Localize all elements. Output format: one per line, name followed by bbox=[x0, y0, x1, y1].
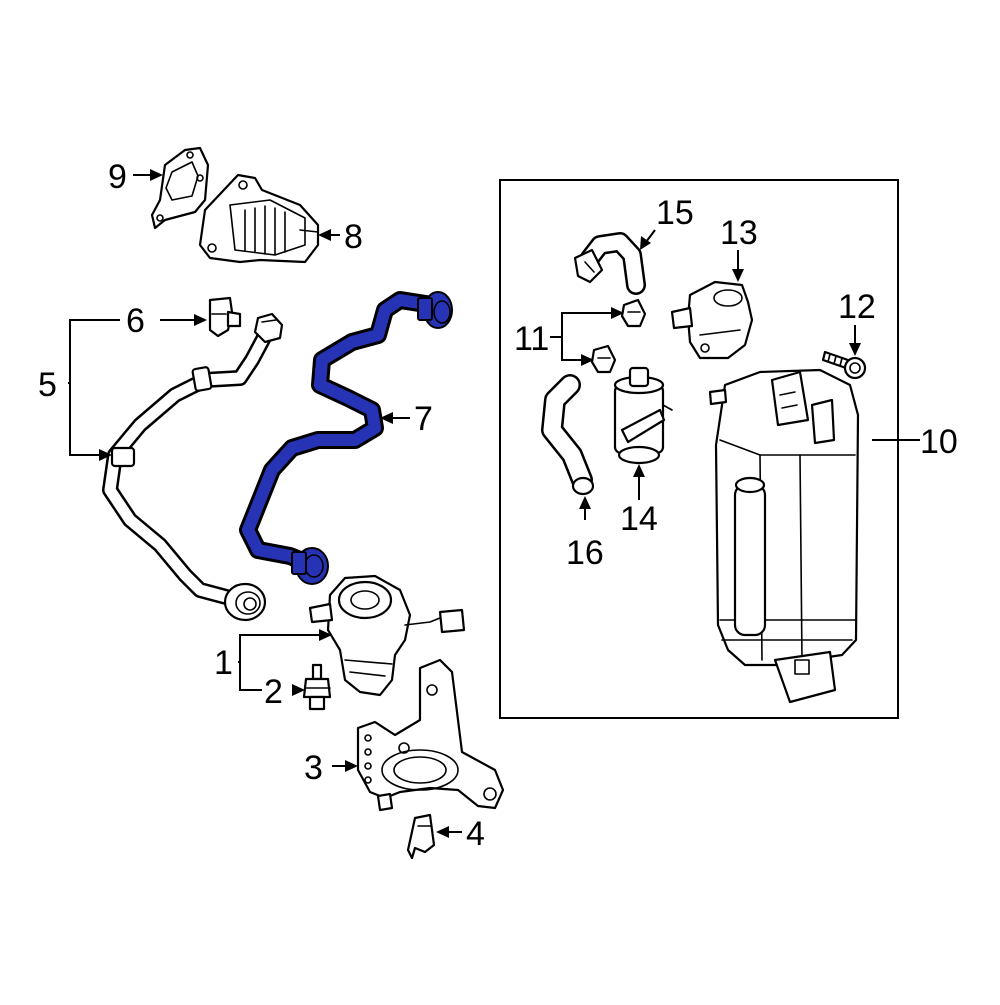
part-6-sensor[interactable] bbox=[208, 296, 242, 338]
callout-12: 12 bbox=[838, 288, 876, 326]
part-12-bolt[interactable] bbox=[821, 350, 867, 380]
callout-2: 2 bbox=[264, 673, 283, 711]
leader-5 bbox=[69, 319, 120, 456]
callout-7: 7 bbox=[414, 400, 433, 438]
callout-8: 8 bbox=[344, 218, 363, 256]
part-5-line[interactable] bbox=[102, 312, 284, 622]
callout-15: 15 bbox=[656, 194, 694, 232]
callout-4: 4 bbox=[466, 815, 485, 853]
part-13-valve[interactable] bbox=[670, 280, 754, 360]
part-4-clip[interactable] bbox=[406, 813, 436, 860]
callout-14: 14 bbox=[620, 500, 658, 538]
part-15-hose[interactable] bbox=[573, 232, 646, 295]
callout-11: 11 bbox=[514, 320, 549, 358]
part-9-gasket[interactable] bbox=[150, 146, 210, 230]
part-1-pump[interactable] bbox=[308, 574, 466, 697]
callout-5: 5 bbox=[38, 366, 57, 404]
part-11-clips[interactable] bbox=[590, 298, 647, 374]
callout-6: 6 bbox=[126, 302, 145, 340]
callout-10: 10 bbox=[920, 423, 958, 461]
callout-9: 9 bbox=[108, 158, 127, 196]
callout-13: 13 bbox=[720, 214, 758, 252]
part-10-canister[interactable] bbox=[708, 368, 860, 704]
part-14-filter[interactable] bbox=[613, 366, 673, 465]
callout-3: 3 bbox=[304, 749, 323, 787]
part-7-hose[interactable] bbox=[239, 291, 453, 585]
part-2-fitting[interactable] bbox=[302, 663, 332, 711]
leader-15 bbox=[645, 229, 656, 243]
canister-group-box bbox=[499, 179, 899, 719]
callout-1: 1 bbox=[214, 644, 233, 682]
callout-16: 16 bbox=[566, 534, 604, 572]
part-16-hose[interactable] bbox=[541, 374, 595, 496]
part-3-bracket[interactable] bbox=[356, 658, 505, 812]
part-8-actuator[interactable] bbox=[198, 173, 320, 264]
